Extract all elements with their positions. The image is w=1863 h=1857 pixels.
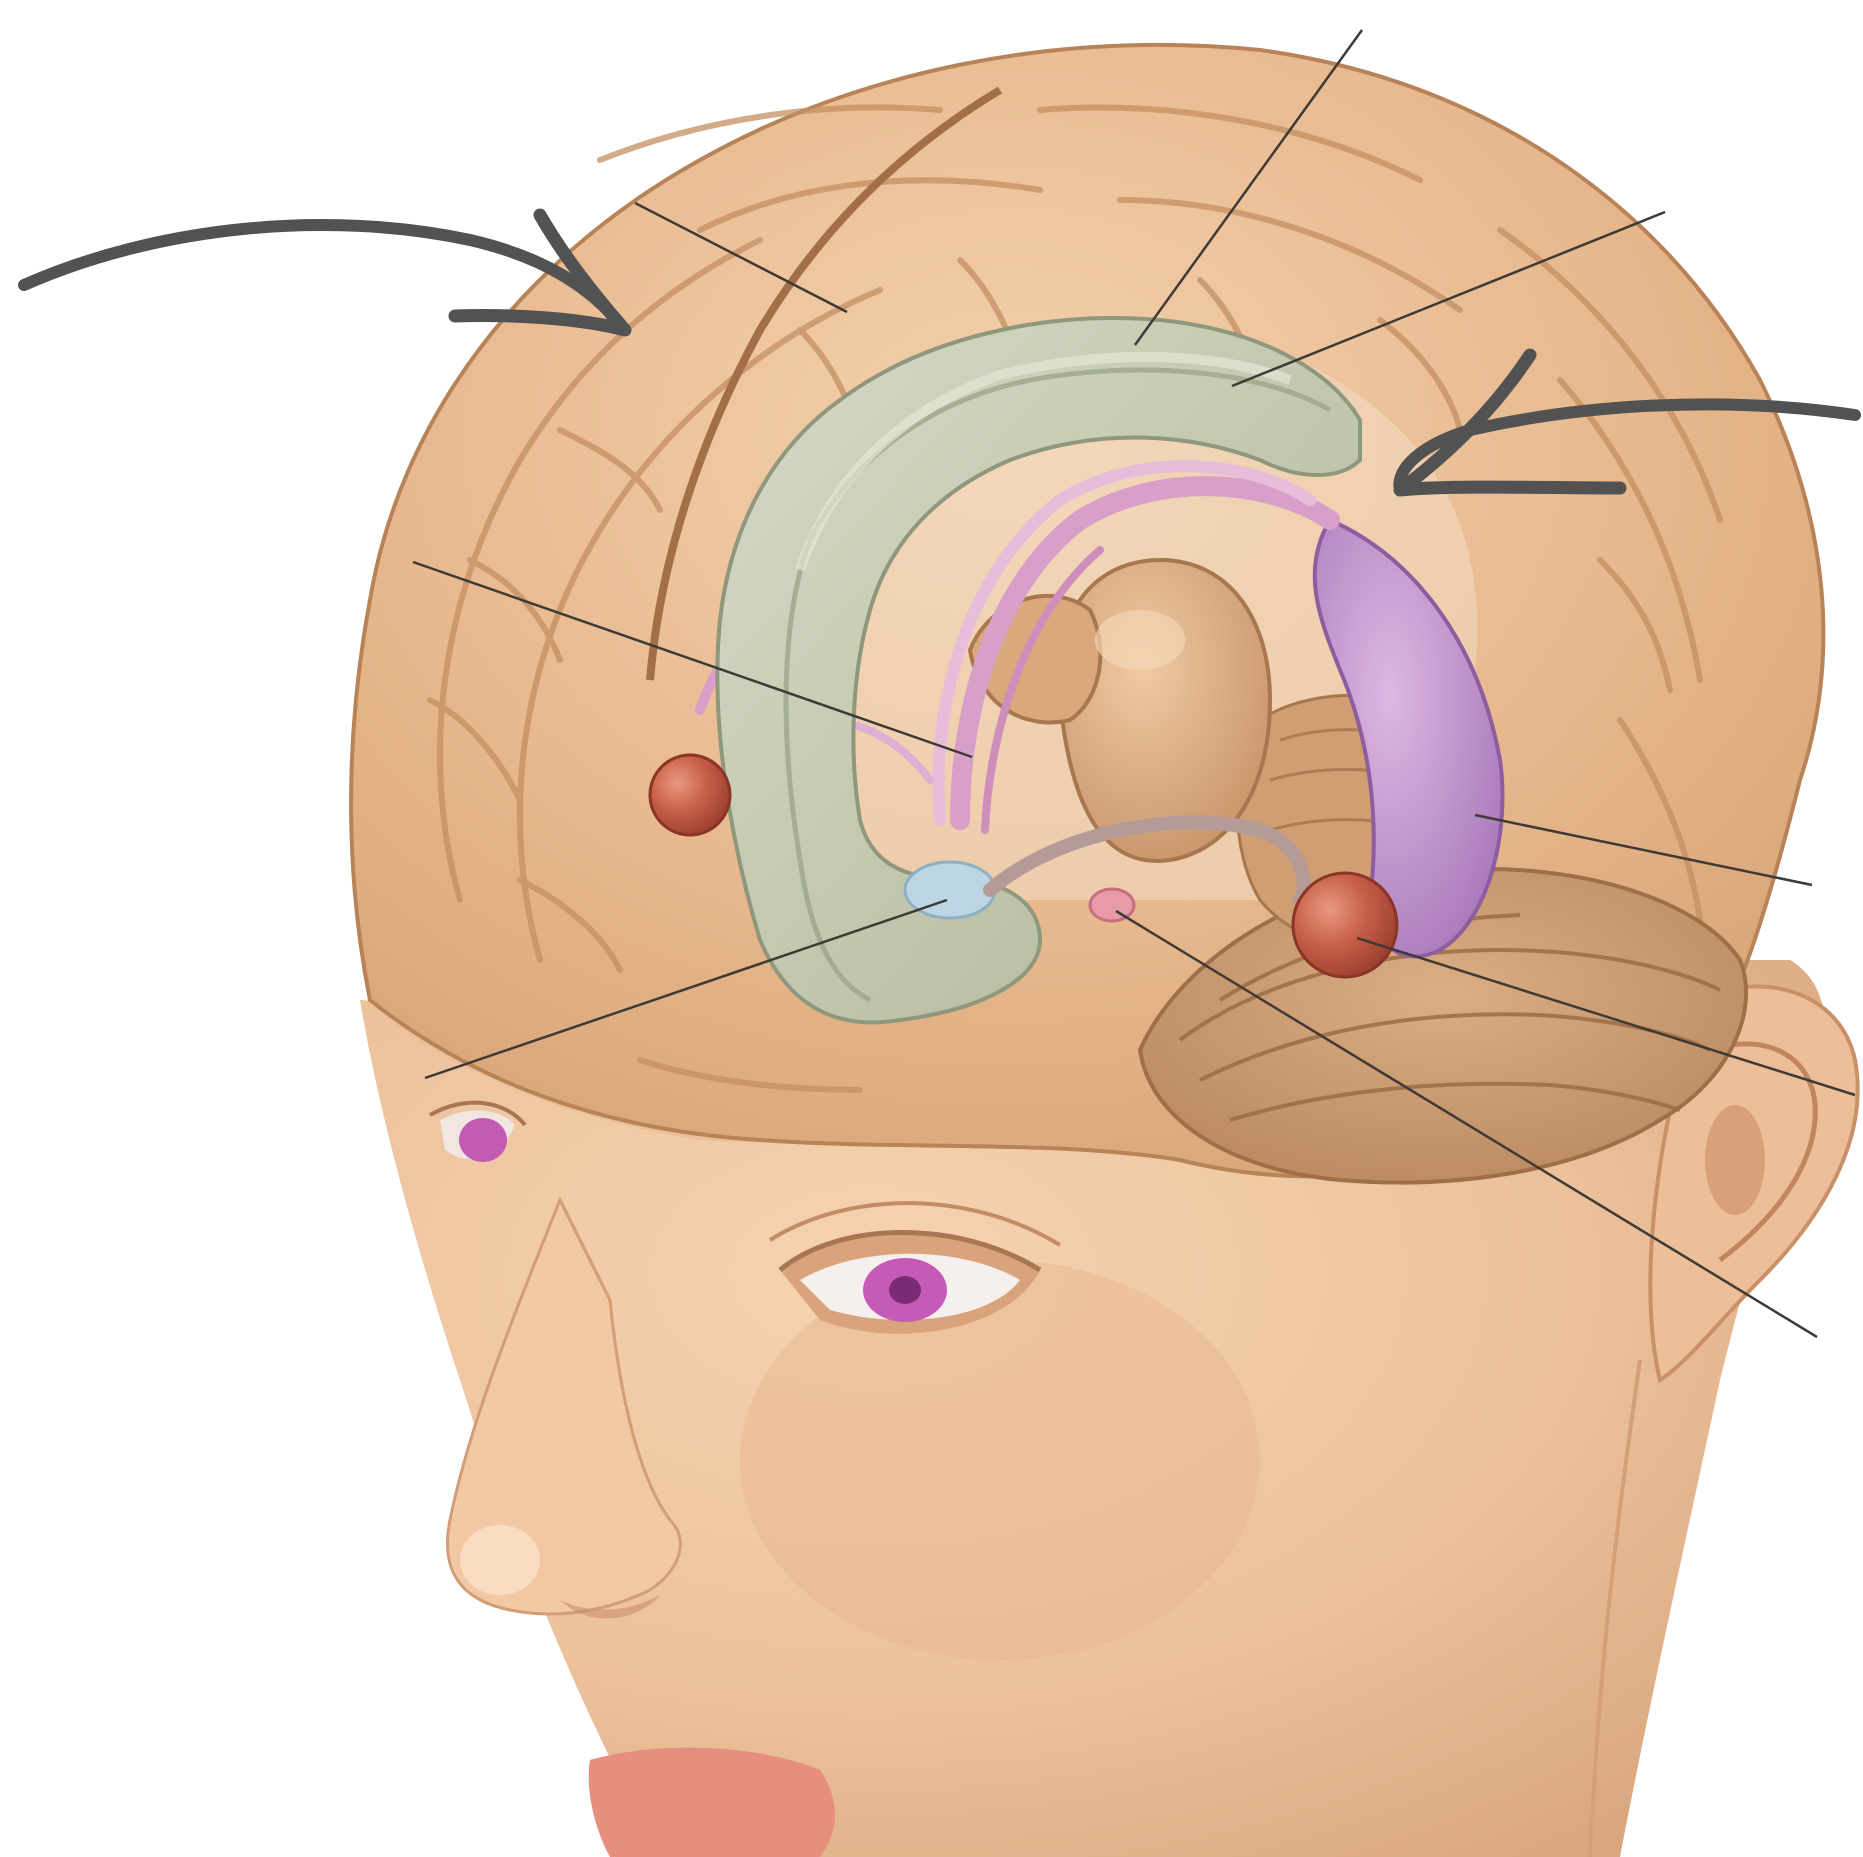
cheek-shadow <box>740 1260 1260 1660</box>
amygdala-rear <box>1293 873 1397 977</box>
nose-tip-highlight <box>460 1525 540 1595</box>
brain <box>351 45 1823 1183</box>
amygdala-front <box>650 755 730 835</box>
mammillary-body <box>1090 889 1134 921</box>
lips <box>589 1748 835 1857</box>
arrow-left <box>24 215 625 330</box>
